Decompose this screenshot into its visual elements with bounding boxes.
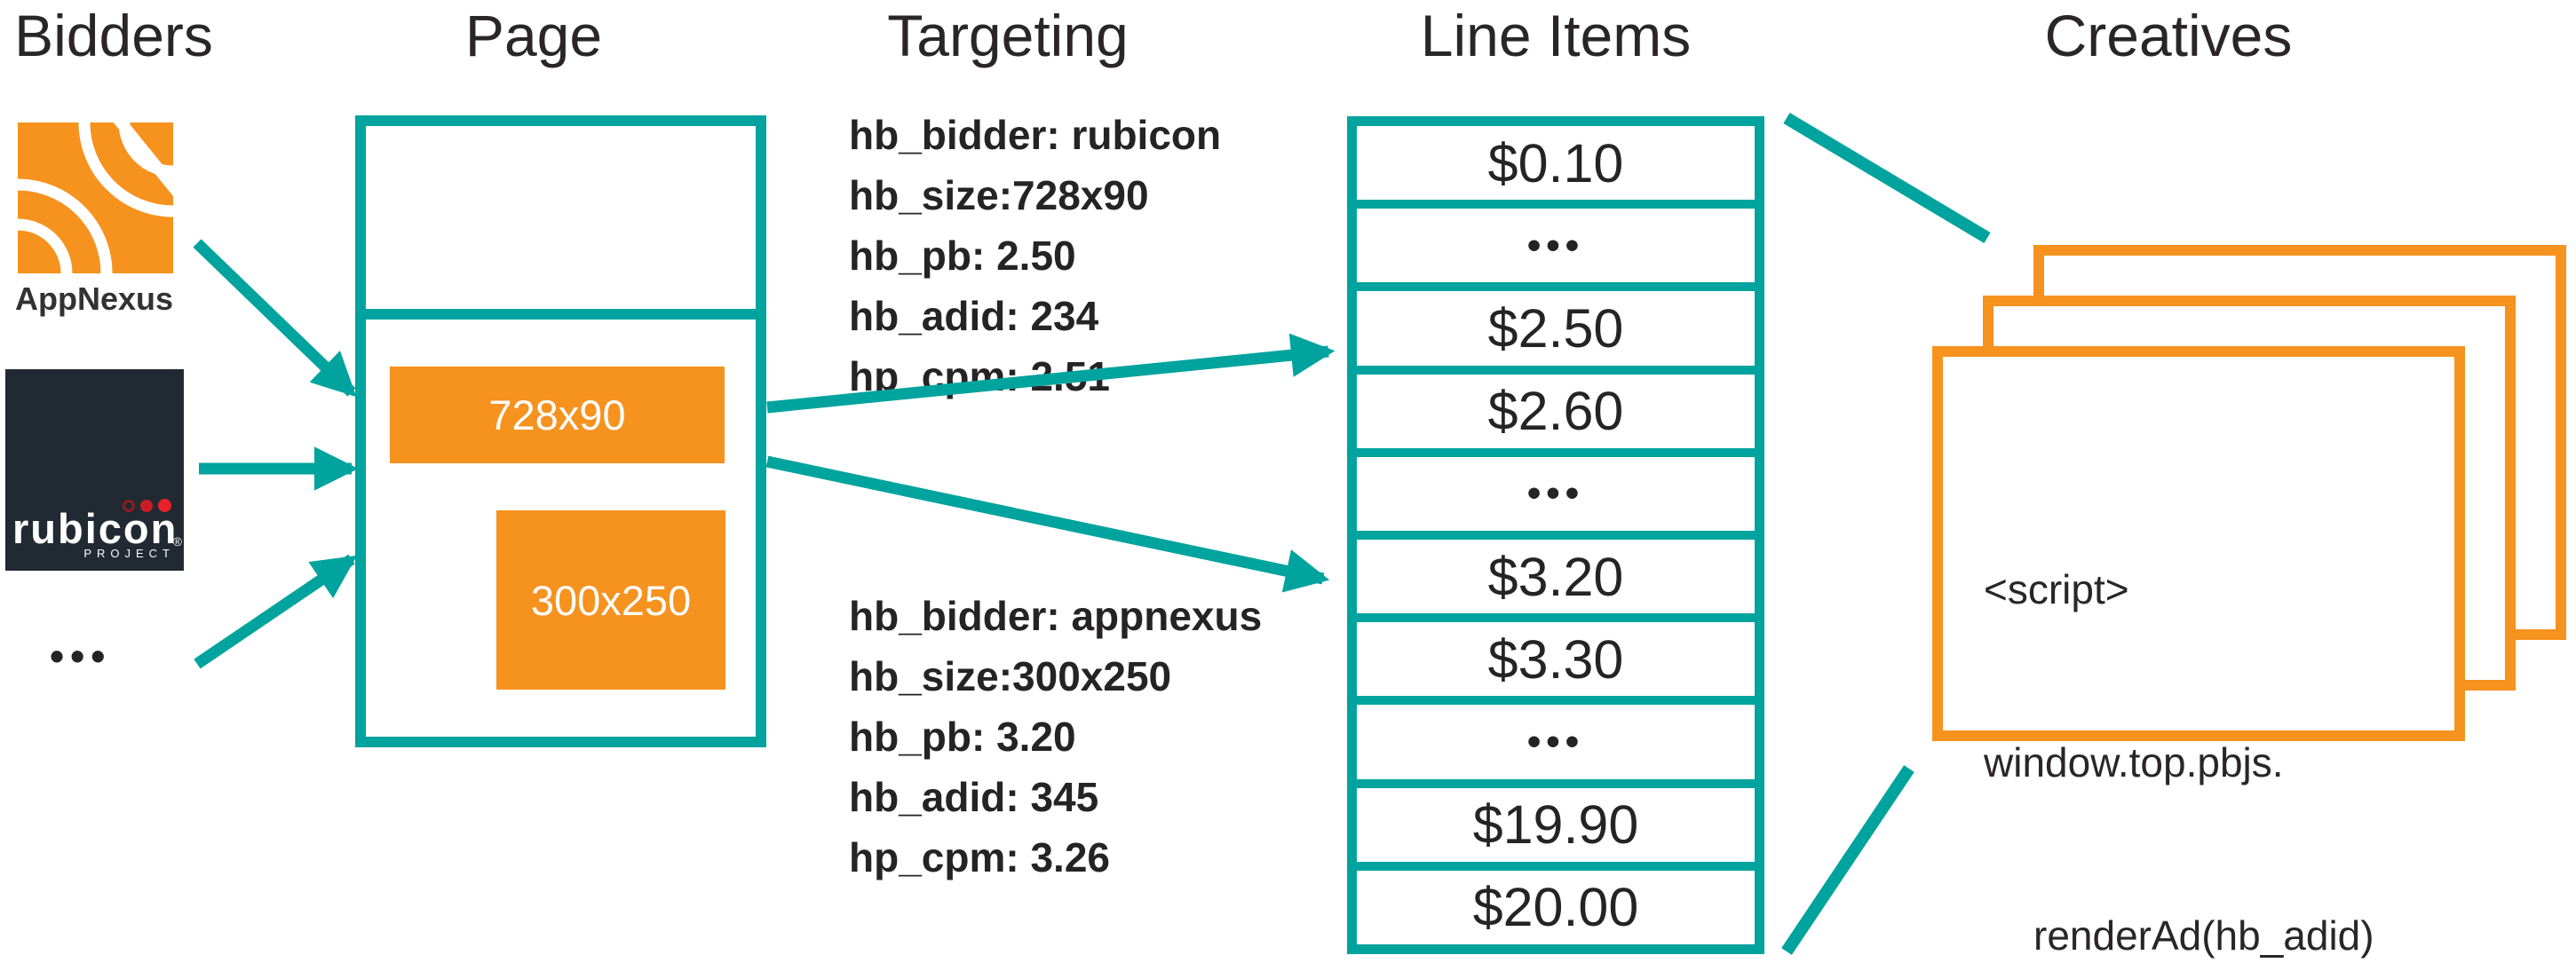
appnexus-logo-icon — [18, 122, 173, 273]
targeting-line: hb_adid: 345 — [849, 774, 1099, 820]
code-line: renderAd(hb_adid) — [2033, 912, 2374, 959]
column-header-page: Page — [464, 3, 603, 68]
line-item-row-ellipsis: ••• — [1357, 456, 1755, 532]
ad-slot-300x250: 300x250 — [496, 510, 725, 690]
targeting-line: hb_size:728x90 — [849, 172, 1149, 218]
rubicon-dot-ring-icon — [123, 499, 135, 512]
rubicon-dot-solid-icon — [158, 499, 171, 512]
rubicon-logo-dots-icon — [123, 499, 171, 512]
targeting-line: hb_adid: 234 — [849, 293, 1099, 339]
creative-card-front: <script> window.top.pbjs. renderAd(hb_ad… — [1932, 346, 2465, 959]
line-lineitems-to-creatives-bottom — [1781, 765, 1914, 955]
creative-code-snippet: <script> window.top.pbjs. renderAd(hb_ad… — [1984, 446, 2374, 963]
targeting-line: hb_bidder: appnexus — [849, 593, 1263, 639]
line-item-row: $20.00 — [1357, 870, 1755, 945]
targeting-line: hb_pb: 2.50 — [849, 233, 1076, 279]
rubicon-dot-donut-icon — [140, 499, 153, 512]
rubicon-wordmark: rubicon — [12, 505, 178, 552]
more-bidders-ellipsis: ••• — [50, 633, 112, 679]
rubicon-project-logo: rubicon ® PROJECT — [5, 369, 184, 571]
rubicon-registered-mark: ® — [172, 534, 182, 549]
line-item-row: $19.90 — [1357, 787, 1755, 862]
column-header-creatives: Creatives — [2044, 3, 2293, 68]
targeting-line: hp_cpm: 3.26 — [849, 834, 1110, 880]
code-line: <script> — [1984, 566, 2129, 612]
arrow-page-to-lineitem-320 — [765, 455, 1330, 593]
line-item-row: $2.50 — [1357, 291, 1755, 366]
line-item-row: $0.10 — [1357, 126, 1755, 201]
arrow-morebidders-to-page — [194, 554, 358, 669]
targeting-line: hp_cpm: 2.51 — [849, 353, 1110, 399]
targeting-line: hb_bidder: rubicon — [849, 112, 1222, 158]
line-item-row: $2.60 — [1357, 374, 1755, 448]
column-header-bidders: Bidders — [14, 3, 213, 68]
line-item-row-ellipsis: ••• — [1357, 209, 1755, 283]
line-item-row: $3.20 — [1357, 540, 1755, 614]
ad-slot-728x90: 728x90 — [390, 367, 725, 463]
targeting-block-rubicon: hb_bidder: rubicon hb_size:728x90 hb_pb:… — [849, 105, 1221, 407]
line-item-row: $3.30 — [1357, 622, 1755, 697]
column-header-targeting: Targeting — [887, 3, 1129, 68]
line-items-table: $0.10 ••• $2.50 $2.60 ••• $3.20 $3.30 ••… — [1347, 116, 1764, 954]
targeting-line: hb_pb: 3.20 — [849, 714, 1076, 760]
rubicon-project-label: PROJECT — [83, 547, 175, 560]
column-header-line-items: Line Items — [1420, 3, 1692, 68]
page-box: 728x90 300x250 — [355, 115, 766, 747]
line-item-row-ellipsis: ••• — [1357, 705, 1755, 779]
line-lineitems-to-creatives-top — [1783, 112, 1991, 244]
appnexus-label: AppNexus — [14, 280, 174, 317]
arrow-appnexus-to-page — [193, 239, 357, 398]
code-line: window.top.pbjs. — [1984, 739, 2284, 785]
targeting-block-appnexus: hb_bidder: appnexus hb_size:300x250 hb_p… — [849, 586, 1262, 888]
page-section-divider — [355, 309, 766, 320]
targeting-line: hb_size:300x250 — [849, 653, 1172, 699]
